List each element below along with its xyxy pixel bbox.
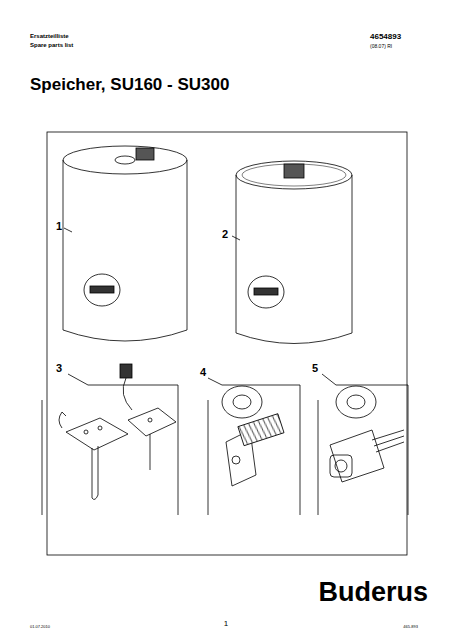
callout-number: 5 [312, 362, 318, 374]
heating-element-set [208, 378, 300, 515]
sensor-flange-set [42, 364, 178, 515]
callout-number: 1 [56, 220, 62, 232]
page-title: Speicher, SU160 - SU300 [30, 76, 229, 95]
header-text: Spare parts list [30, 42, 73, 49]
frame [47, 132, 407, 555]
footer-date: 01.07.2010 [30, 625, 50, 629]
callout-number: 2 [222, 228, 228, 240]
document-date: (08.07) RI [370, 44, 392, 50]
footer-code: 465-893 [403, 625, 418, 629]
callout-number: 4 [200, 366, 206, 378]
header-text: Ersatzteilliste [30, 33, 69, 40]
electric-heater-set [318, 374, 408, 515]
page-number: 1 [224, 620, 228, 629]
brand-logo: Buderus [318, 578, 428, 608]
document-number: 4654893 [370, 33, 401, 42]
tank-2 [232, 161, 352, 344]
tank-1 [63, 146, 187, 341]
callout-number: 3 [56, 362, 62, 374]
